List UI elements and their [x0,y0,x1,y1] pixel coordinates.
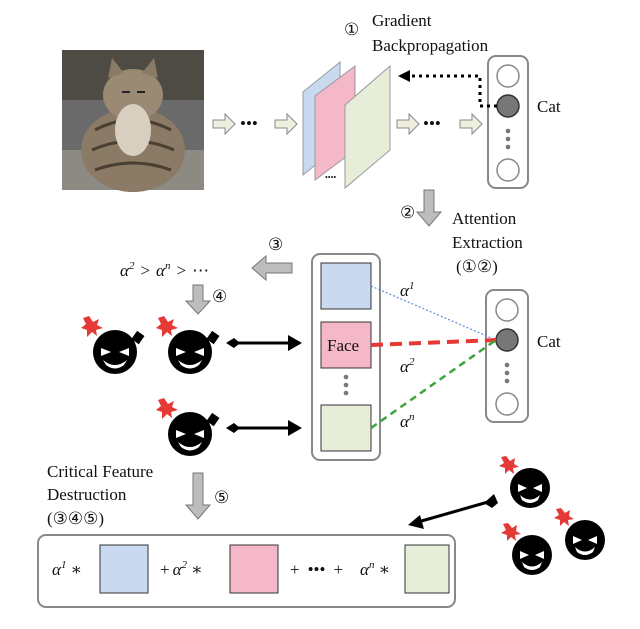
step5-number: ⑤ [214,488,229,507]
bomb-icon [501,523,552,575]
bomb-icon [554,508,605,560]
attack-arrow [226,420,302,436]
step2-label-line1: Attention [452,209,517,228]
attack-arrow-diagonal [408,494,498,529]
alpha2-label: α2 [400,356,415,376]
step1-number: ① [344,20,359,39]
bomb-icon [81,316,145,374]
attack-arrow [226,335,302,351]
bomb-icon [156,398,220,456]
flow-arrow [396,112,420,136]
bomb-icon [499,456,550,508]
formula-term2: +α2∗ [160,559,203,579]
flow-arrow [212,112,236,136]
step4-down-arrow [184,284,212,315]
feature-map-stack [302,60,391,190]
critical-label-line3: (③④⑤) [47,509,104,528]
step2-down-arrow [415,189,443,227]
feature-maps-column [311,253,381,461]
alpha1-label: α1 [400,280,414,300]
step1-label-line2: Backpropagation [372,36,489,55]
step2-number: ② [400,203,415,222]
step5-down-arrow [184,472,212,520]
formula-term1: α1∗ [52,559,82,579]
alphan-label: αn [400,411,415,431]
attention-line-alphan [370,338,497,430]
attention-order: α2>αn>⋯ [120,260,209,280]
output-layer-top [487,55,529,189]
formula-dots: +•••+ [290,560,343,579]
face-label: Face [327,336,359,355]
attention-line-alpha1 [370,285,497,341]
bomb-icon [156,316,220,374]
step3-number: ③ [268,235,283,254]
step4-number: ④ [212,287,227,306]
step3-left-arrow [251,254,293,282]
class-label-top: Cat [537,97,561,116]
formula-term3: αn∗ [360,559,390,579]
step1-label-line1: Gradient [372,11,432,30]
output-layer-mid [485,289,529,423]
ellipsis-dots: ••• [240,114,258,133]
ellipsis-dots: ••• [423,114,441,133]
flow-arrow [459,112,483,136]
flow-arrow [274,112,298,136]
critical-label-line1: Critical Feature [47,462,153,481]
stack-dots: •••• [325,173,336,182]
step2-label-line2: Extraction [452,233,523,252]
critical-label-line2: Destruction [47,485,127,504]
cat-photo [62,50,204,192]
step2-label-line3: (①②) [456,257,498,276]
class-label-mid: Cat [537,332,561,351]
attention-line-alpha2 [370,338,497,347]
formula-box [37,534,456,608]
gradient-backprop-arrow [398,70,497,108]
